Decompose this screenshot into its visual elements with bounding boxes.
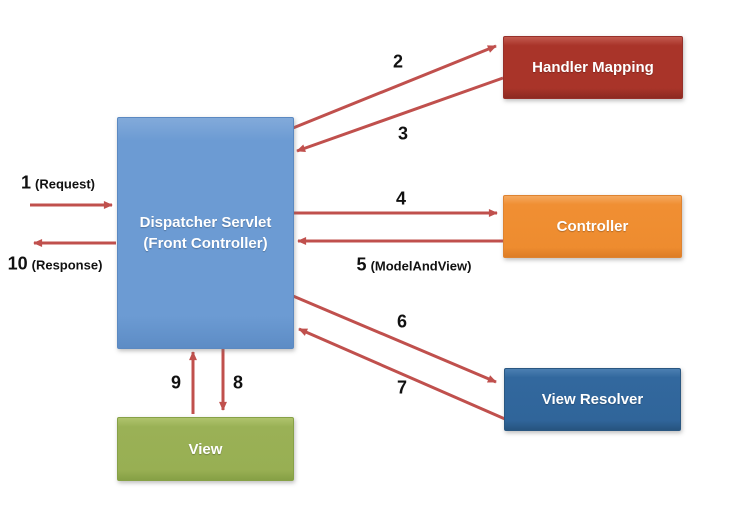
edge-10-number: 10 (7, 253, 28, 274)
edge-7-number: 7 (396, 377, 408, 398)
arrow-6-to-view-resolver (292, 294, 497, 384)
edge-label-2: 2 (393, 53, 403, 72)
edge-10-note: (Response) (31, 257, 103, 273)
edge-label-8: 8 (233, 374, 243, 393)
node-view-label: View (188, 440, 223, 458)
node-controller: Controller (503, 195, 682, 258)
edge-6-number: 6 (396, 311, 408, 332)
edge-8-number: 8 (232, 372, 244, 393)
edge-label-9: 9 (171, 374, 181, 393)
edge-3-number: 3 (397, 123, 409, 144)
node-handler-mapping-label: Handler Mapping (532, 59, 654, 76)
edge-label-5-modelandview: 5(ModelAndView) (357, 256, 472, 275)
edge-label-4: 4 (396, 190, 406, 209)
node-dispatcher-label-line1: Dispatcher Servlet (139, 214, 272, 231)
edge-label-10-response: 10(Response) (8, 255, 103, 274)
node-view-resolver: View Resolver (504, 368, 681, 431)
node-dispatcher-label-line2: (Front Controller) (143, 235, 268, 252)
edge-5-note: (ModelAndView) (370, 258, 472, 274)
node-view-resolver-label: View Resolver (541, 391, 644, 408)
edge-1-note: (Request) (35, 176, 95, 192)
node-dispatcher-servlet: Dispatcher Servlet (Front Controller) (117, 117, 294, 349)
edge-1-number: 1 (21, 172, 32, 193)
edge-label-3: 3 (398, 125, 408, 144)
edge-9-number: 9 (170, 372, 182, 393)
edge-2-number: 2 (392, 51, 404, 72)
edge-label-1-request: 1(Request) (21, 174, 95, 193)
node-handler-mapping: Handler Mapping (503, 36, 683, 99)
node-view: View (117, 417, 294, 481)
arrow-7-from-view-resolver (298, 327, 506, 421)
edge-5-number: 5 (356, 254, 367, 275)
edge-label-7: 7 (397, 379, 407, 398)
edge-label-6: 6 (397, 313, 407, 332)
edge-4-number: 4 (395, 188, 407, 209)
node-controller-label: Controller (556, 218, 629, 235)
